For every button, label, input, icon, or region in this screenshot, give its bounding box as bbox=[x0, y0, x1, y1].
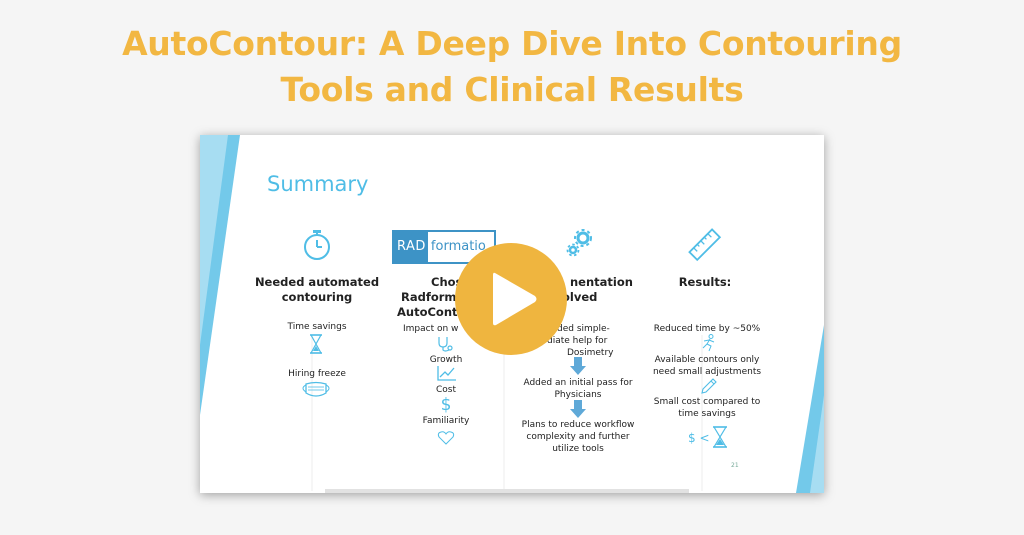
video-thumbnail[interactable]: Summary Needed automated contouring Time… bbox=[200, 135, 824, 493]
cost-comparison-label: $ < bbox=[688, 431, 710, 445]
svg-text:$: $ bbox=[441, 395, 452, 413]
slide-heading: Summary bbox=[267, 172, 369, 196]
down-arrow-icon bbox=[570, 400, 586, 418]
column-1-title-line: contouring bbox=[281, 290, 353, 304]
ruler-icon bbox=[688, 228, 722, 262]
step-line: diate help for bbox=[547, 336, 608, 346]
time-savings-label: Time savings bbox=[287, 322, 347, 332]
result-line: time savings bbox=[678, 409, 736, 419]
column-1-title-line: Needed automated bbox=[254, 275, 380, 289]
cost-label: Cost bbox=[435, 385, 456, 395]
familiarity-label: Familiarity bbox=[422, 416, 470, 426]
small-cost-label: Small cost compared to time savings bbox=[642, 396, 772, 420]
down-arrow-icon bbox=[570, 357, 586, 375]
stopwatch-icon bbox=[304, 230, 330, 260]
logo-rad-text: RAD bbox=[394, 232, 428, 262]
impact-label: Impact on w bbox=[403, 324, 459, 334]
column-3-title-line: olved bbox=[562, 290, 598, 304]
step-line: utilize tools bbox=[552, 444, 604, 454]
play-icon bbox=[493, 272, 537, 326]
pencil-icon bbox=[701, 378, 717, 394]
column-2-title-line: Radform bbox=[401, 290, 457, 304]
runner-icon bbox=[702, 334, 715, 352]
heart-icon bbox=[437, 431, 455, 445]
logo-formation-text: formatio bbox=[430, 239, 486, 254]
column-2-title-line: AutoCont bbox=[397, 305, 458, 319]
reduced-time-label: Reduced time by ~50% bbox=[653, 324, 761, 334]
page-title-line-2: Tools and Clinical Results bbox=[280, 70, 744, 109]
hourglass-icon bbox=[712, 426, 728, 448]
available-contours-label: Available contours only need small adjus… bbox=[642, 354, 772, 378]
thumbnail-bottom-bar bbox=[325, 489, 689, 493]
workflow-plans-step: Plans to reduce workflow complexity and … bbox=[513, 419, 643, 455]
hiring-freeze-label: Hiring freeze bbox=[288, 369, 346, 379]
hourglass-icon bbox=[309, 334, 323, 354]
growth-chart-icon bbox=[437, 366, 456, 381]
face-mask-icon bbox=[302, 381, 330, 397]
dosimetry-step: ded simple- diate help for Dosimetry bbox=[545, 323, 625, 359]
slide-background bbox=[200, 135, 824, 493]
result-line: Available contours only bbox=[654, 355, 760, 365]
growth-label: Growth bbox=[429, 355, 463, 365]
stethoscope-icon bbox=[438, 337, 453, 352]
gears-icon bbox=[566, 229, 592, 257]
step-line: complexity and further bbox=[526, 432, 630, 442]
column-2-title-line: Chos bbox=[431, 275, 463, 289]
column-1-title: Needed automated contouring bbox=[247, 275, 387, 305]
column-3-title-line: nentation bbox=[570, 275, 633, 289]
result-line: Small cost compared to bbox=[653, 397, 761, 407]
step-line: ded simple- bbox=[557, 324, 610, 334]
page-title-line-1: AutoContour: A Deep Dive Into Contouring bbox=[122, 24, 902, 63]
step-line: Dosimetry bbox=[567, 348, 614, 358]
play-button[interactable] bbox=[455, 243, 567, 355]
dollar-icon: $ bbox=[441, 395, 452, 413]
column-2-title: Chos Radform AutoCont bbox=[397, 275, 497, 320]
physicians-step: Added an initial pass for Physicians bbox=[513, 377, 643, 401]
step-line: Plans to reduce workflow bbox=[521, 420, 635, 430]
slide-page-number: 21 bbox=[731, 462, 739, 469]
result-line: need small adjustments bbox=[652, 367, 762, 377]
step-line: Physicians bbox=[554, 390, 602, 400]
column-3-title: nentation olved bbox=[562, 275, 642, 305]
results-title: Results: bbox=[678, 275, 732, 289]
step-line: Added an initial pass for bbox=[523, 378, 633, 388]
